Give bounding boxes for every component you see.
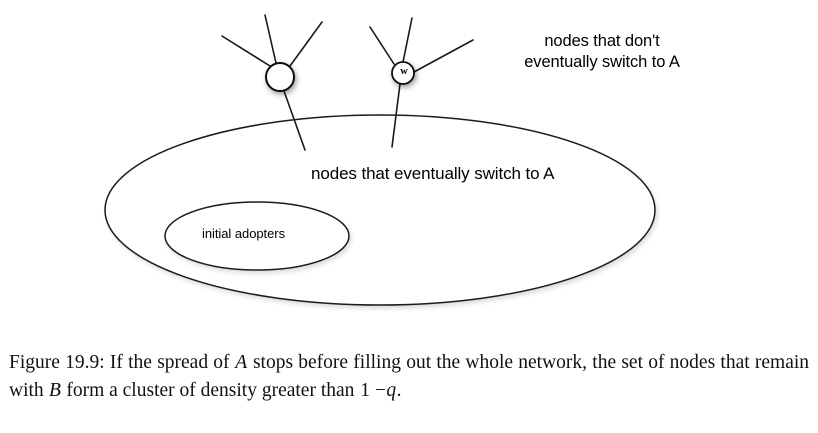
label-not-switch-line-2: eventually switch to A	[524, 53, 680, 72]
edge-up	[264, 14, 277, 64]
caption-symbol-a: A	[235, 352, 248, 373]
diagram-area: w nodes that don't eventually switch to …	[104, 14, 717, 306]
inner-set-ellipse	[164, 201, 350, 271]
edge-w-upper-right	[413, 39, 474, 73]
caption-symbol-b: B	[49, 379, 61, 401]
caption-prefix: Figure 19.9:	[9, 352, 105, 373]
label-not-switch-line-1: nodes that don't	[544, 32, 660, 50]
caption-text-3: form a cluster of density greater than	[66, 379, 355, 401]
network-diagram-svg	[104, 14, 656, 306]
node-w-label: w	[400, 66, 408, 77]
edge-upper-left	[221, 35, 271, 67]
edge-w-upper-left	[369, 26, 395, 65]
node-w-circle[interactable]	[391, 61, 415, 85]
label-initial-adopters: initial adopters	[202, 226, 286, 241]
figure-caption: Figure 19.9: If the spread of A stops be…	[9, 349, 809, 404]
outer-set-ellipse	[104, 114, 656, 306]
label-nodes-that-dont-switch: nodes that don't eventually switch to A	[487, 31, 717, 73]
caption-text-1: If the spread of	[109, 352, 230, 373]
unlabeled-node-circle[interactable]	[265, 62, 295, 92]
edge-upper-right	[289, 21, 323, 67]
edge-down-right	[283, 90, 306, 151]
caption-text-2: stops before filling out the whole netwo…	[9, 352, 810, 401]
caption-symbol-q: q	[386, 379, 397, 401]
edge-w-down-left	[391, 83, 401, 148]
label-nodes-that-switch: nodes that eventually switch to A	[311, 164, 555, 183]
caption-period: .	[396, 379, 402, 401]
edges-unlabeled-node	[221, 14, 323, 151]
edge-w-up	[402, 17, 413, 63]
caption-expression: 1 −	[360, 379, 386, 401]
edges-node-w	[369, 17, 474, 148]
